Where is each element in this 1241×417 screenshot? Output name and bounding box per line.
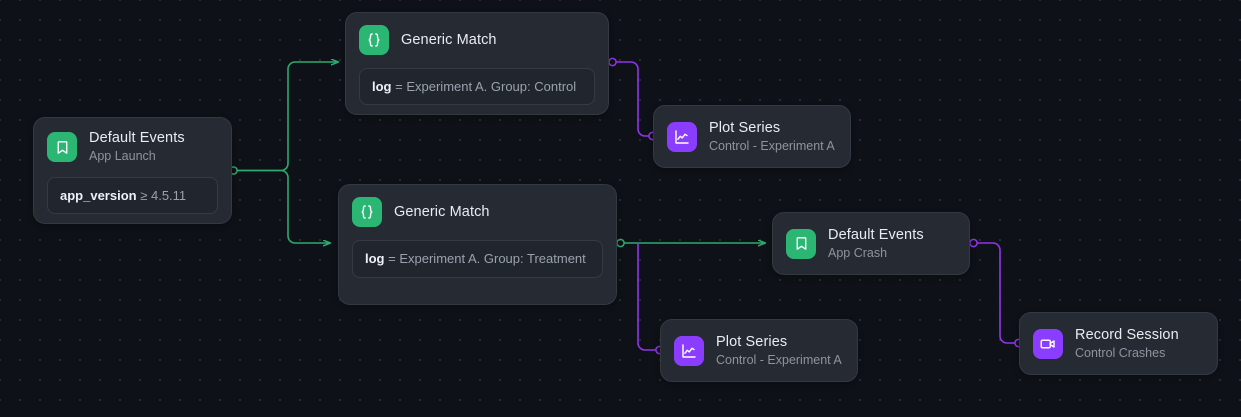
node-subtitle: Control - Experiment A (709, 138, 835, 153)
node-subtitle: App Crash (828, 245, 888, 260)
condition-pill[interactable]: app_version ≥ 4.5.11 (47, 177, 218, 214)
braces-icon (352, 197, 382, 227)
node-title: Generic Match (394, 203, 490, 220)
node-subtitle: Control Crashes (1075, 345, 1166, 360)
node-title: Generic Match (401, 31, 497, 48)
condition-value: 4.5.11 (150, 188, 187, 203)
node-title: Record Session (1075, 326, 1179, 343)
node-title: Default Events (89, 130, 185, 146)
node-text: Plot Series Control - Experiment A (716, 334, 842, 368)
line-chart-icon (667, 121, 697, 152)
edge-default-launch-to-match-control (229, 62, 338, 175)
condition-field: log (365, 251, 385, 266)
node-generic-match-treatment[interactable]: Generic Match log = Experiment A. Group:… (338, 184, 617, 305)
node-title: Plot Series (716, 333, 788, 350)
node-default-events-app-launch[interactable]: Default Events App Launch app_version ≥ … (33, 117, 232, 224)
node-header: Plot Series Control - Experiment A (661, 320, 857, 381)
node-plot-series-top[interactable]: Plot Series Control - Experiment A (653, 105, 851, 168)
node-generic-match-control[interactable]: Generic Match log = Experiment A. Group:… (345, 12, 609, 115)
node-default-events-app-crash[interactable]: Default Events App Crash (772, 212, 970, 275)
node-title: Default Events (828, 226, 924, 243)
condition-field: app_version (60, 188, 137, 203)
node-text: Plot Series Control - Experiment A (709, 120, 835, 154)
node-header: Record Session Control Crashes (1020, 313, 1217, 374)
condition-field: log (372, 79, 392, 94)
node-header: Generic Match (346, 13, 608, 55)
condition-value: Experiment A. Group: Treatment (399, 251, 586, 266)
edge-default-launch-to-match-treatment (237, 169, 330, 244)
edge-match-treatment-to-default-crash (616, 238, 765, 248)
node-text: Generic Match (401, 32, 497, 49)
node-subtitle: App Launch (89, 149, 156, 163)
bookmark-icon (47, 132, 77, 162)
bookmark-icon (786, 228, 816, 259)
node-text: Default Events App Crash (828, 227, 924, 261)
node-header: Generic Match (339, 185, 616, 227)
node-record-session[interactable]: Record Session Control Crashes (1019, 312, 1218, 375)
condition-operator: = (388, 251, 396, 266)
braces-icon (359, 25, 389, 55)
node-title: Plot Series (709, 119, 781, 136)
node-header: Default Events App Crash (773, 213, 969, 274)
node-text: Generic Match (394, 204, 490, 221)
node-header: Plot Series Control - Experiment A (654, 106, 850, 167)
edge-default-crash-to-record-session (969, 238, 1023, 348)
node-text: Default Events App Launch (89, 130, 185, 164)
condition-operator: ≥ (140, 188, 148, 203)
node-text: Record Session Control Crashes (1075, 327, 1179, 361)
video-camera-icon (1033, 328, 1063, 359)
condition-pill[interactable]: log = Experiment A. Group: Treatment (352, 240, 603, 278)
condition-pill[interactable]: log = Experiment A. Group: Control (359, 68, 595, 105)
node-header: Default Events App Launch (34, 118, 231, 164)
edge-match-control-to-plot-top (608, 57, 657, 141)
condition-value: Experiment A. Group: Control (406, 79, 577, 94)
node-plot-series-bottom[interactable]: Plot Series Control - Experiment A (660, 319, 858, 382)
condition-operator: = (395, 79, 403, 94)
line-chart-icon (674, 335, 704, 366)
node-subtitle: Control - Experiment A (716, 352, 842, 367)
